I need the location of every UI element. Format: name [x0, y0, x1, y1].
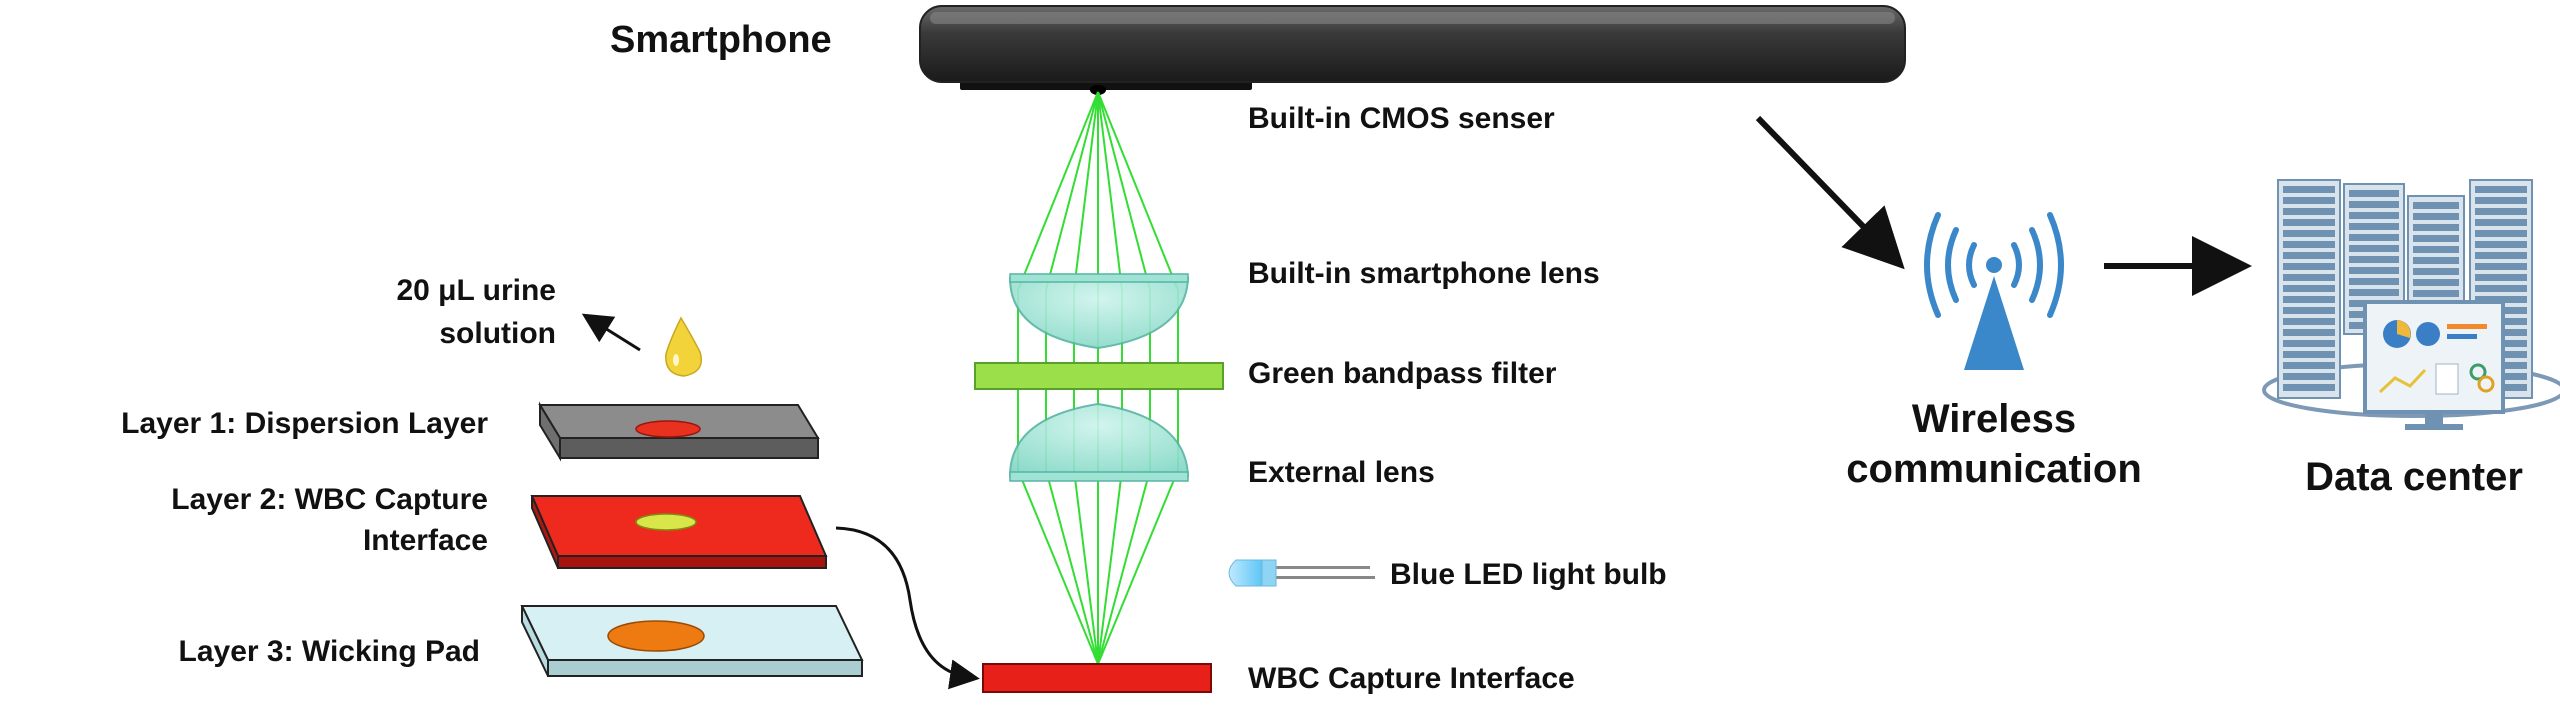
server-slot: [2413, 202, 2459, 209]
layer2-label-line1: Layer 2: WBC Capture: [171, 483, 488, 516]
server-slot: [2283, 230, 2335, 237]
server-slot: [2283, 307, 2335, 314]
smartphone-label: Smartphone: [610, 19, 832, 61]
server-rack-icon: [2277, 179, 2533, 399]
server-slot: [2413, 235, 2459, 242]
server-slot: [2413, 213, 2459, 220]
urine-label-line2: solution: [439, 317, 556, 350]
light-ray: [1045, 469, 1099, 665]
data-center-icon: [2262, 179, 2560, 430]
blue-led-label: Blue LED light bulb: [1390, 558, 1667, 591]
light-ray: [1017, 91, 1099, 291]
layer1-dispersion-layer: [538, 401, 820, 462]
server-slot: [2283, 340, 2335, 347]
wireless-antenna-icon: [1924, 212, 2064, 370]
layer3-label: Layer 3: Wicking Pad: [179, 635, 481, 668]
green-bandpass-filter-icon: [974, 362, 1224, 390]
server-slot: [2475, 186, 2527, 193]
light-ray: [1097, 91, 1123, 291]
server-slot: [2283, 296, 2335, 303]
data-center-label: Data center: [2305, 455, 2523, 499]
server-slot: [2349, 278, 2399, 285]
light-ray: [1045, 91, 1099, 291]
server-slot: [2283, 318, 2335, 325]
wireless-label-line1: Wireless: [1912, 397, 2076, 441]
server-slot: [2349, 234, 2399, 241]
smartphone-icon: [919, 5, 1906, 95]
server-slot: [2475, 230, 2527, 237]
bandpass-filter-label: Green bandpass filter: [1248, 357, 1557, 390]
light-ray: [1097, 469, 1123, 665]
server-slot: [2349, 256, 2399, 263]
server-slot: [2475, 296, 2527, 303]
server-slot: [2349, 289, 2399, 296]
server-slot: [2283, 252, 2335, 259]
server-slot: [2283, 263, 2335, 270]
wireless-label-line2: communication: [1846, 447, 2142, 491]
light-ray: [1073, 469, 1099, 665]
server-slot: [2475, 274, 2527, 281]
layer3-wicking-pad: [520, 605, 864, 677]
layer2-label-line2: Interface: [363, 524, 488, 557]
external-lens-label: External lens: [1248, 456, 1435, 489]
urine-label-line1: 20 μL urine: [396, 274, 556, 307]
wbc-capture-interface-bar: [982, 663, 1212, 693]
server-slot: [2283, 197, 2335, 204]
server-slot: [2283, 384, 2335, 391]
server-slot: [2283, 219, 2335, 226]
server-slot: [2475, 285, 2527, 292]
server-slot: [2475, 219, 2527, 226]
server-slot: [2349, 212, 2399, 219]
server-slot: [2475, 252, 2527, 259]
server-slot: [2349, 190, 2399, 197]
light-ray: [1073, 91, 1099, 291]
server-slot: [2283, 241, 2335, 248]
server-slot: [2413, 224, 2459, 231]
server-slot: [2475, 208, 2527, 215]
server-slot: [2413, 268, 2459, 275]
server-slot: [2283, 351, 2335, 358]
server-slot: [2413, 246, 2459, 253]
server-slot: [2349, 267, 2399, 274]
smartphone-lens-label: Built-in smartphone lens: [1248, 257, 1600, 290]
server-slot: [2283, 186, 2335, 193]
server-slot: [2349, 223, 2399, 230]
server-slot: [2283, 373, 2335, 380]
server-slot: [2349, 245, 2399, 252]
light-ray: [1097, 91, 1179, 291]
light-ray: [1097, 469, 1151, 665]
server-slot: [2413, 257, 2459, 264]
droplet-pointer-arrow: [581, 313, 641, 352]
external-lens-icon: [1008, 402, 1190, 482]
layer2-to-interface-arrow: [835, 526, 980, 690]
cmos-to-wireless-arrow: [1755, 115, 1905, 270]
cmos-sensor-label: Built-in CMOS senser: [1248, 102, 1555, 135]
wbc-interface-label: WBC Capture Interface: [1248, 662, 1575, 695]
server-slot: [2475, 197, 2527, 204]
droplet-icon: [665, 316, 702, 377]
layer2-wbc-capture-interface: [530, 495, 828, 569]
light-ray: [1097, 91, 1151, 291]
blue-led-icon: [1228, 559, 1375, 587]
server-slot: [2413, 290, 2459, 297]
server-slot: [2283, 329, 2335, 336]
server-slot: [2475, 263, 2527, 270]
server-slot: [2283, 285, 2335, 292]
smartphone-lens-icon: [1008, 273, 1190, 350]
server-slot: [2283, 208, 2335, 215]
server-slot: [2413, 279, 2459, 286]
monitor-icon: [2363, 300, 2505, 430]
light-ray: [1017, 469, 1099, 665]
server-slot: [2349, 201, 2399, 208]
server-slot: [2283, 274, 2335, 281]
server-slot: [2475, 241, 2527, 248]
server-slot: [2283, 362, 2335, 369]
light-ray: [1097, 469, 1179, 665]
layer1-label: Layer 1: Dispersion Layer: [121, 407, 488, 440]
